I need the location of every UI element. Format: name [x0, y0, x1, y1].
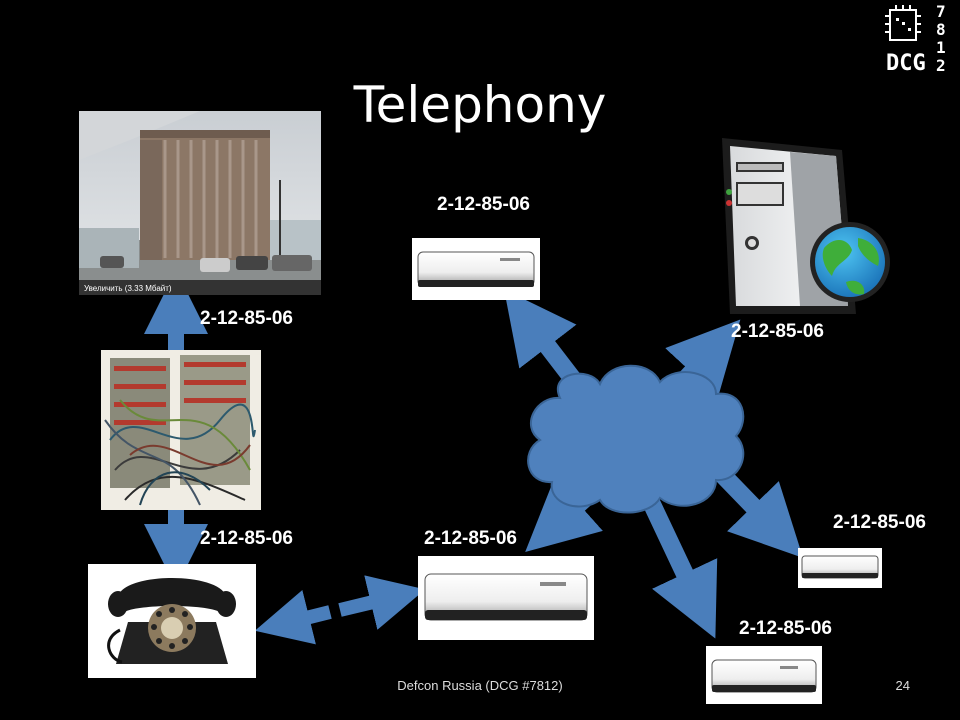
page-number: 24: [895, 678, 910, 693]
rotary-phone-icon: [88, 564, 256, 678]
router-right-icon: [798, 548, 882, 588]
router-bottom-icon: [706, 646, 822, 704]
router-mid-icon: [418, 556, 594, 640]
arrow-phone-router: [254, 575, 426, 645]
network-cloud-icon: [527, 364, 745, 514]
logo-digit: 1: [936, 38, 946, 57]
logo-digit: 2: [936, 56, 946, 74]
slide-title: Telephony: [353, 76, 607, 134]
phone-number-server: 2-12-85-06: [731, 321, 824, 342]
logo-digit: 7: [936, 2, 946, 21]
phone-number-router-mid: 2-12-85-06: [424, 528, 517, 549]
building-photo: Увеличить (3.33 Мбайт): [79, 111, 321, 295]
router-top-icon: [412, 238, 540, 300]
slide-footer: Defcon Russia (DCG #7812): [397, 678, 563, 693]
phone-number-exchange: 2-12-85-06: [200, 308, 293, 329]
phone-number-router-top: 2-12-85-06: [437, 194, 530, 215]
logo-text: DCG: [886, 51, 926, 74]
wiring-panel-photo: [101, 350, 261, 510]
arrow-cloud-router-bottom: [641, 496, 718, 639]
phone-number-phone: 2-12-85-06: [200, 528, 293, 549]
phone-number-router-bottom: 2-12-85-06: [739, 618, 832, 639]
photo-caption: Увеличить (3.33 Мбайт): [84, 284, 172, 293]
dcg-logo: DCG 7 8 1 2: [885, 2, 946, 74]
phone-number-router-right: 2-12-85-06: [833, 512, 926, 533]
logo-digit: 8: [936, 20, 946, 39]
globe-icon: [810, 222, 890, 302]
